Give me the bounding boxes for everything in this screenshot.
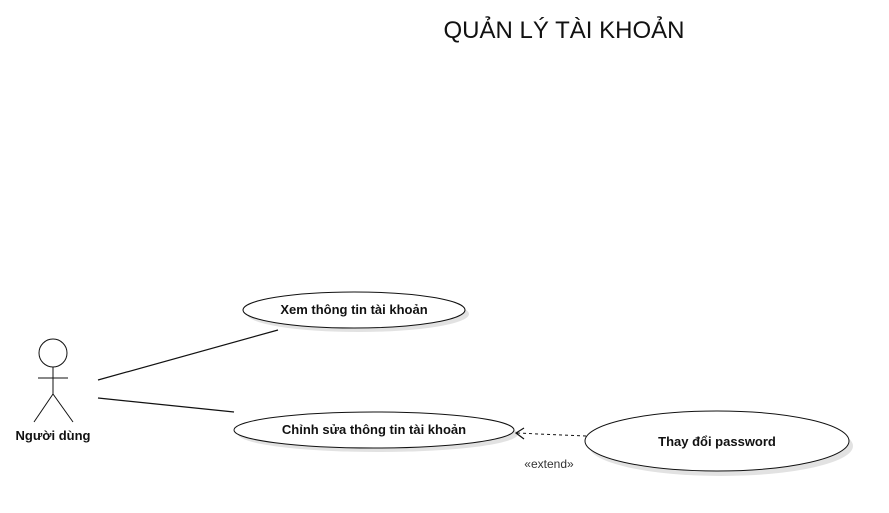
diagram-title: QUẢN LÝ TÀI KHOẢN <box>444 15 685 44</box>
use-case-edit-account[interactable]: Chỉnh sửa thông tin tài khoản <box>233 411 518 452</box>
use-case-view-account[interactable]: Xem thông tin tài khoản <box>242 291 469 332</box>
actor-head <box>38 338 68 368</box>
use-case-ellipse <box>233 411 515 449</box>
extend-dashed-line <box>515 432 587 437</box>
actor-right-leg <box>52 393 74 423</box>
association-actor-view <box>97 329 279 381</box>
association-actor-edit <box>97 397 235 413</box>
use-case-label: Chỉnh sửa thông tin tài khoản <box>282 422 466 437</box>
use-case-change-password[interactable]: Thay đổi password <box>584 410 853 476</box>
use-case-ellipse <box>584 410 850 472</box>
extend-label: «extend» <box>524 457 574 471</box>
use-case-label: Thay đổi password <box>658 434 776 449</box>
actor-label: Người dùng <box>16 428 91 443</box>
use-case-ellipse <box>242 291 466 329</box>
actor-left-leg <box>33 393 54 423</box>
extend-relationship: «extend» <box>514 427 587 471</box>
extend-arrowhead <box>514 427 525 440</box>
use-case-label: Xem thông tin tài khoản <box>280 302 427 317</box>
actor-nguoi-dung[interactable]: Người dùng <box>16 338 91 443</box>
